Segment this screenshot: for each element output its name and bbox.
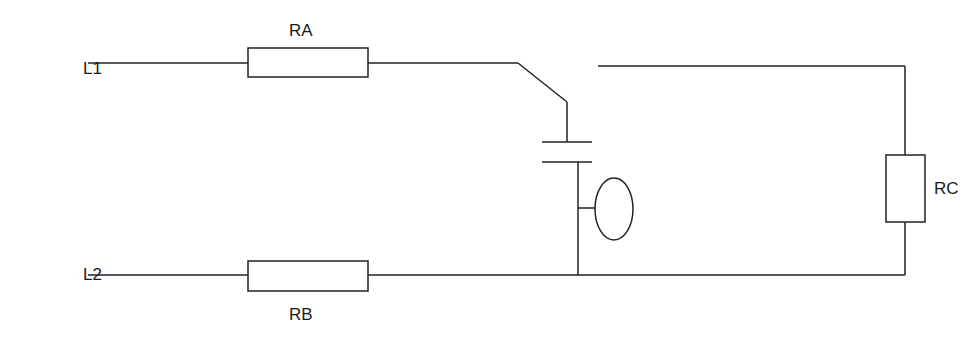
- wire: [598, 65, 905, 67]
- wire: [577, 162, 579, 275]
- resistor-label: RA: [289, 22, 313, 39]
- wire: [88, 62, 248, 64]
- wire: [566, 102, 568, 142]
- capacitor-plate: [542, 141, 592, 143]
- resistor-symbol: [248, 261, 368, 291]
- capacitor-plate: [542, 161, 592, 163]
- wire: [88, 274, 248, 276]
- wire: [368, 62, 518, 64]
- resistor-symbol: [248, 48, 368, 77]
- wire: [368, 274, 905, 276]
- wire: [904, 66, 906, 155]
- coil-symbol: [595, 178, 633, 240]
- switch-blade: [518, 63, 567, 102]
- resistor-label: RC: [934, 180, 959, 197]
- line-label: L1: [83, 60, 102, 77]
- resistor-symbol: [886, 155, 925, 222]
- resistor-label: RB: [289, 306, 313, 323]
- wire: [578, 207, 595, 209]
- wire: [904, 222, 906, 275]
- line-label: L2: [83, 266, 102, 283]
